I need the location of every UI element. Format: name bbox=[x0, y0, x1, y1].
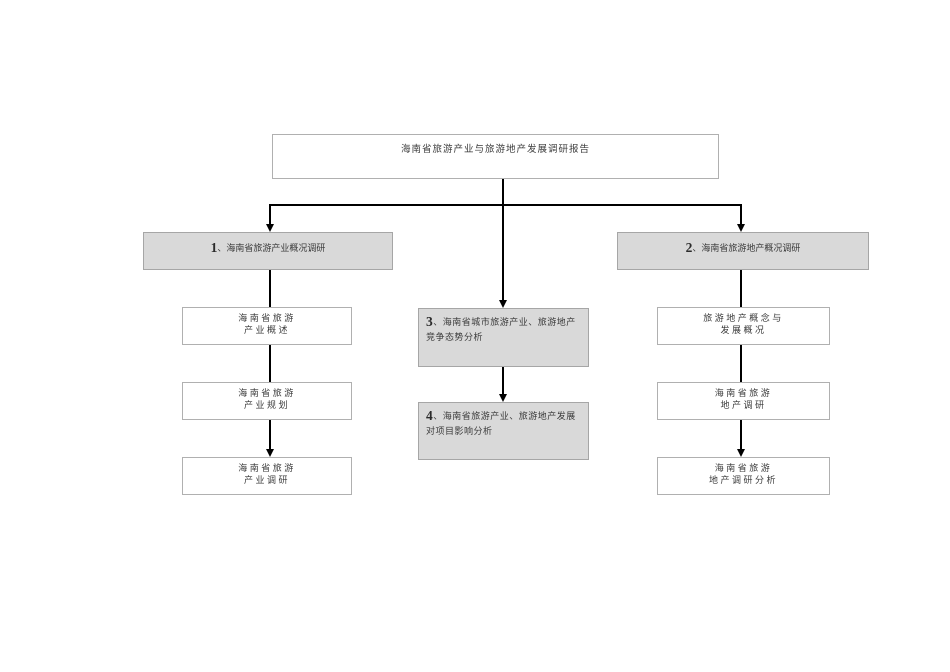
flow-node-right-1: 旅游地产概念与 发展概况 bbox=[657, 307, 830, 345]
flow-node-right-3-line2: 地产调研分析 bbox=[708, 475, 778, 485]
flow-node-right-3-line1: 海南省旅游 bbox=[714, 463, 773, 473]
flow-node-right-2: 海南省旅游 地产调研 bbox=[657, 382, 830, 420]
flow-node-right-3: 海南省旅游 地产调研分析 bbox=[657, 457, 830, 495]
connector-branch-left bbox=[269, 204, 271, 225]
arrowhead-into-node2 bbox=[737, 224, 745, 232]
flow-node-2: 2、海南省旅游地产概况调研 bbox=[617, 232, 869, 270]
connector-right2-to-right3 bbox=[740, 420, 742, 449]
flow-node-4-number: 4 bbox=[426, 408, 434, 423]
connector-left1-to-left2 bbox=[269, 345, 271, 382]
flow-node-left-1-line2: 产业概述 bbox=[243, 325, 290, 335]
flow-node-4-label: 、海南省旅游产业、旅游地产发展对项目影响分析 bbox=[426, 411, 576, 436]
arrowhead-into-node3 bbox=[499, 300, 507, 308]
connector-right1-to-right2 bbox=[740, 345, 742, 382]
flow-node-3: 3、海南省城市旅游产业、旅游地产竞争态势分析 bbox=[418, 308, 589, 367]
connector-node1-to-left1 bbox=[269, 270, 271, 307]
connector-branch-right bbox=[740, 204, 742, 225]
arrowhead-into-node1 bbox=[266, 224, 274, 232]
flow-node-right-2-line1: 海南省旅游 bbox=[714, 388, 773, 398]
flow-node-left-2: 海南省旅游 产业规划 bbox=[182, 382, 352, 420]
flow-node-2-label: 、海南省旅游地产概况调研 bbox=[692, 243, 801, 253]
flow-node-right-2-line2: 地产调研 bbox=[720, 400, 767, 410]
flow-node-left-3-line1: 海南省旅游 bbox=[238, 463, 296, 473]
flow-node-3-label: 、海南省城市旅游产业、旅游地产竞争态势分析 bbox=[426, 317, 576, 342]
flow-node-left-2-line1: 海南省旅游 bbox=[238, 388, 296, 398]
flow-node-title-label: 海南省旅游产业与旅游地产发展调研报告 bbox=[400, 145, 590, 155]
arrowhead-into-left3 bbox=[266, 449, 274, 457]
flow-node-right-1-line2: 发展概况 bbox=[720, 325, 767, 335]
arrowhead-into-node4 bbox=[499, 394, 507, 402]
connector-center-to-node3 bbox=[502, 206, 504, 300]
flow-node-right-1-line1: 旅游地产概念与 bbox=[703, 313, 784, 323]
connector-left2-to-left3 bbox=[269, 420, 271, 449]
connector-branch-horizontal bbox=[269, 204, 742, 206]
flow-node-4: 4、海南省旅游产业、旅游地产发展对项目影响分析 bbox=[418, 402, 589, 460]
flow-node-left-2-line2: 产业规划 bbox=[243, 400, 290, 410]
flow-node-left-3-line2: 产业调研 bbox=[243, 475, 290, 485]
flow-node-left-1: 海南省旅游 产业概述 bbox=[182, 307, 352, 345]
flow-node-left-1-line1: 海南省旅游 bbox=[238, 313, 296, 323]
flow-node-left-3: 海南省旅游 产业调研 bbox=[182, 457, 352, 495]
connector-node2-to-right1 bbox=[740, 270, 742, 307]
flow-node-3-number: 3 bbox=[426, 314, 434, 329]
flow-node-title: 海南省旅游产业与旅游地产发展调研报告 bbox=[272, 134, 719, 179]
flow-node-1-number: 1 bbox=[210, 240, 218, 255]
connector-title-down bbox=[502, 179, 504, 205]
connector-node3-to-node4 bbox=[502, 367, 504, 394]
flow-node-2-number: 2 bbox=[685, 240, 693, 255]
flow-node-1-label: 、海南省旅游产业概况调研 bbox=[217, 243, 326, 253]
flow-node-1: 1、海南省旅游产业概况调研 bbox=[143, 232, 393, 270]
arrowhead-into-right3 bbox=[737, 449, 745, 457]
